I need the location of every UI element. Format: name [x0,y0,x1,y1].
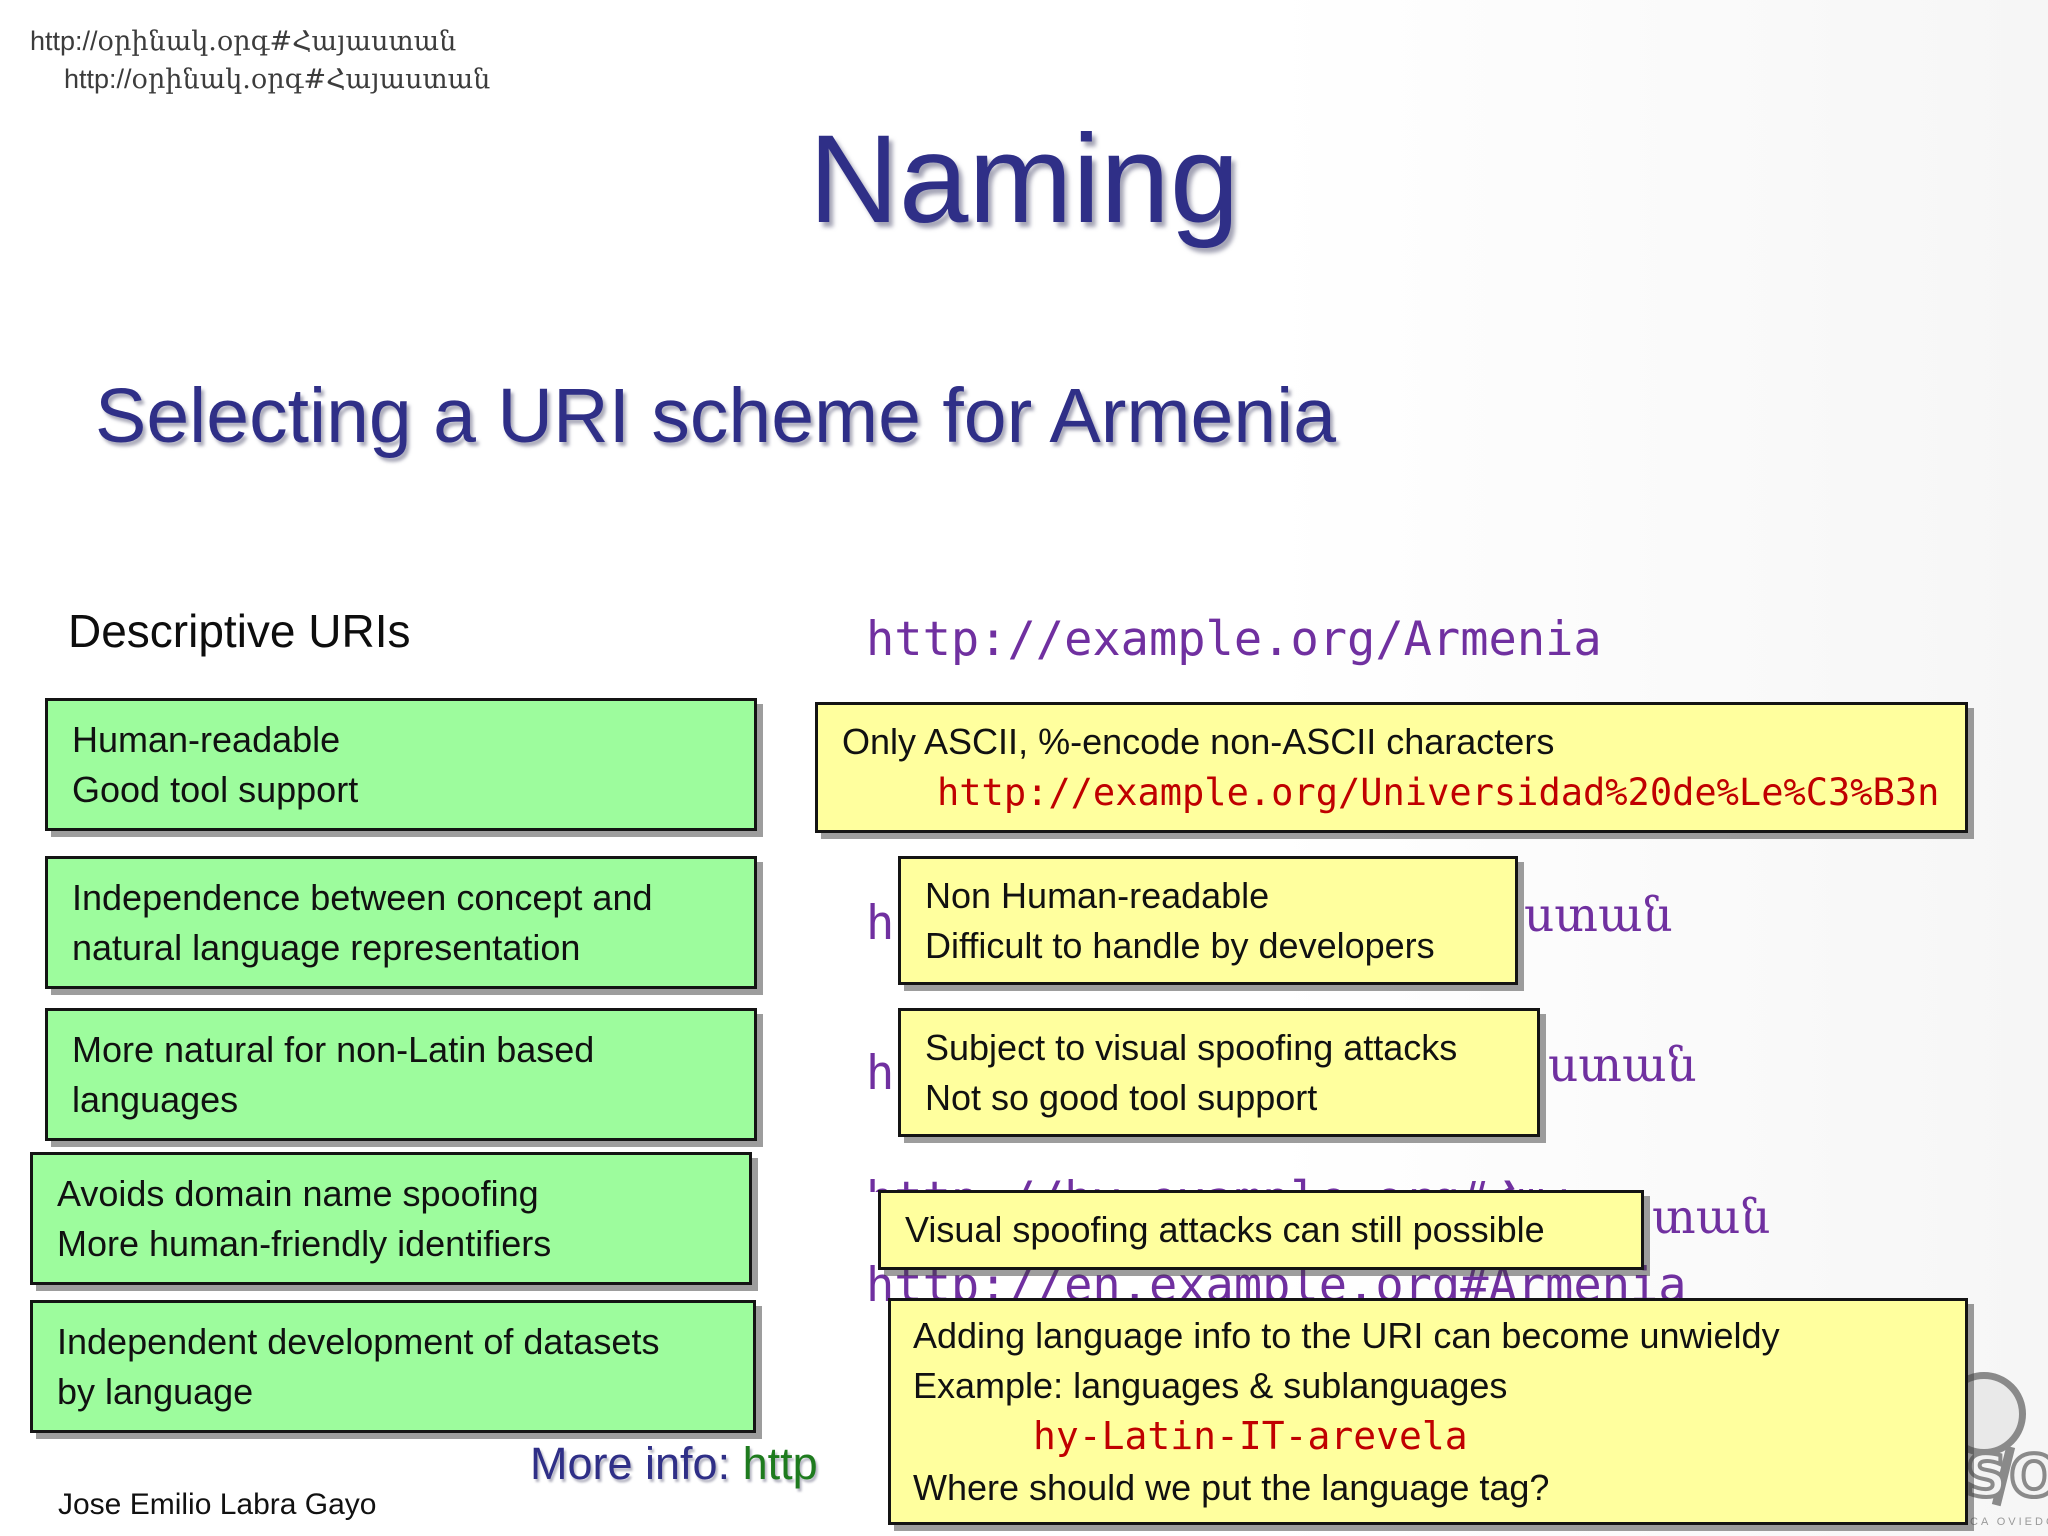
slide-subtitle: Selecting a URI scheme for Armenia [95,373,1337,459]
more-info-label: More info: [530,1438,743,1489]
box-line: Not so good tool support [925,1076,1318,1118]
more-info-line: More info: http [530,1438,818,1490]
author-credit: Jose Emilio Labra Gayo [58,1488,377,1521]
hidden-uri-text: http://hy.example.org#Հայաստան [866,1172,1566,1192]
green-box-human-readable: Human-readable Good tool support [45,698,757,832]
yellow-box-only-ascii: Only ASCII, %-encode non-ASCII character… [815,702,1968,833]
box-line: Non Human-readable [925,875,1270,916]
box-line: Avoids domain name spoofing [57,1173,539,1214]
more-info-link[interactable]: http [742,1438,818,1489]
green-box-independent-datasets: Independent development of datasets by l… [30,1300,756,1434]
uri-fragment-left: h [866,1046,895,1101]
top-url-line-1: http://օրինակ.օրգ#Հայաստան [30,26,456,57]
url-prefix: http:// [30,26,98,56]
encoded-uri-text: http://example.org/Universidad%20de%Le%C… [937,770,1940,814]
box-line: Independence between concept and [72,877,653,918]
hidden-uri-top-sliver: http://hy.example.org#Հայաստան [866,1172,1566,1192]
box-line: Where should we put the language tag? [913,1466,1550,1508]
box-line: More natural for non-Latin based [72,1029,595,1070]
url-armenian: օրինակ.օրգ#Հայաստան [131,64,491,95]
green-box-independence: Independence between concept and natural… [45,856,757,990]
yellow-box-non-human-readable: Non Human-readable Difficult to handle b… [898,856,1518,986]
uri-fragment-right: տան [1652,1190,1771,1245]
top-url-line-2: http://օրինակ.օրգ#Հայաստան [64,64,490,95]
url-armenian: օրինակ.օրգ#Հայաստան [97,26,457,57]
box-line: Human-readable [72,719,341,760]
box-line: Subject to visual spoofing attacks [925,1027,1458,1068]
uri-example-armenia: http://example.org/Armenia [866,612,1602,667]
box-line: Only ASCII, %-encode non-ASCII character… [842,721,1555,762]
box-line: Example: languages & sublanguages [913,1364,1508,1406]
descriptive-uris-heading: Descriptive URIs [68,605,411,657]
yellow-box-still-possible: Visual spoofing attacks can still possib… [878,1190,1644,1270]
box-line: natural language representation [72,926,581,968]
box-line: More human-friendly identifiers [57,1222,552,1264]
box-line: languages [72,1078,239,1120]
box-line: Difficult to handle by developers [925,924,1435,966]
uri-fragment-right: ստան [1548,1038,1697,1093]
page-title: Naming [808,110,1240,249]
box-line: Adding language info to the URI can beco… [913,1315,1780,1356]
language-tag-code: hy-Latin-IT-arevela [1033,1414,1468,1459]
box-line: Visual spoofing attacks can still possib… [905,1209,1545,1250]
box-line: Independent development of datasets [57,1321,660,1362]
green-box-non-latin: More natural for non-Latin based languag… [45,1008,757,1142]
yellow-box-subject-spoofing: Subject to visual spoofing attacks Not s… [898,1008,1540,1138]
box-line: by language [57,1370,254,1412]
yellow-box-language-info: Adding language info to the URI can beco… [888,1298,1968,1526]
url-prefix: http:// [64,64,132,94]
green-box-avoids-spoofing: Avoids domain name spoofing More human-f… [30,1152,752,1286]
uri-fragment-right: ստան [1524,888,1673,943]
uri-fragment-left: h [866,896,895,951]
box-line: Good tool support [72,768,359,810]
